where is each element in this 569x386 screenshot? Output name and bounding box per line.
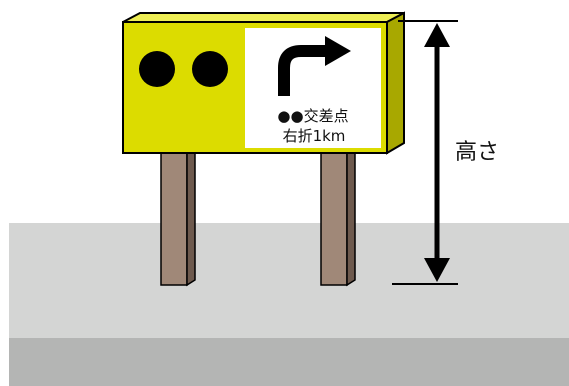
sign-symbol-text: ●● bbox=[277, 107, 303, 125]
sign-left-dot bbox=[139, 51, 175, 87]
sign-board-side bbox=[386, 11, 405, 155]
sign-intersection-label: ●●交差点 bbox=[277, 107, 348, 125]
height-dimension: 高さ bbox=[392, 20, 499, 285]
sign-posts bbox=[160, 146, 356, 287]
right-post bbox=[320, 146, 356, 287]
sign-board: ●●交差点 右折1km bbox=[122, 11, 405, 155]
height-label: 高さ bbox=[455, 140, 499, 165]
left-post bbox=[160, 146, 196, 287]
double-headed-vertical-arrow-icon bbox=[424, 23, 450, 282]
sign-right-dot bbox=[192, 51, 228, 87]
ground-surface bbox=[9, 223, 569, 338]
right-turn-arrow-icon bbox=[278, 36, 351, 96]
sign-direction-label: 右折1km bbox=[283, 127, 346, 145]
sign-intersection-text: 交差点 bbox=[304, 107, 349, 125]
ground bbox=[9, 223, 569, 386]
ground-base bbox=[9, 338, 569, 386]
sign-board-top bbox=[122, 12, 405, 23]
